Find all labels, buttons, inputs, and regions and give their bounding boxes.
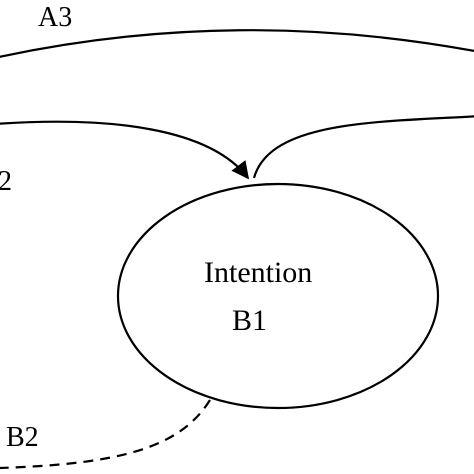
curve-right-to-intention [252,115,474,179]
label-a3: A3 [38,2,72,33]
label-b2: B2 [6,422,39,453]
dashed-link-b2 [0,399,211,470]
intention-node [116,182,440,410]
arrow-a2-to-intention [0,120,250,180]
label-a2-fragment: 2 [0,166,12,197]
label-b1: B1 [232,304,267,337]
label-intention: Intention [204,256,312,289]
arc-a3 [0,29,474,58]
